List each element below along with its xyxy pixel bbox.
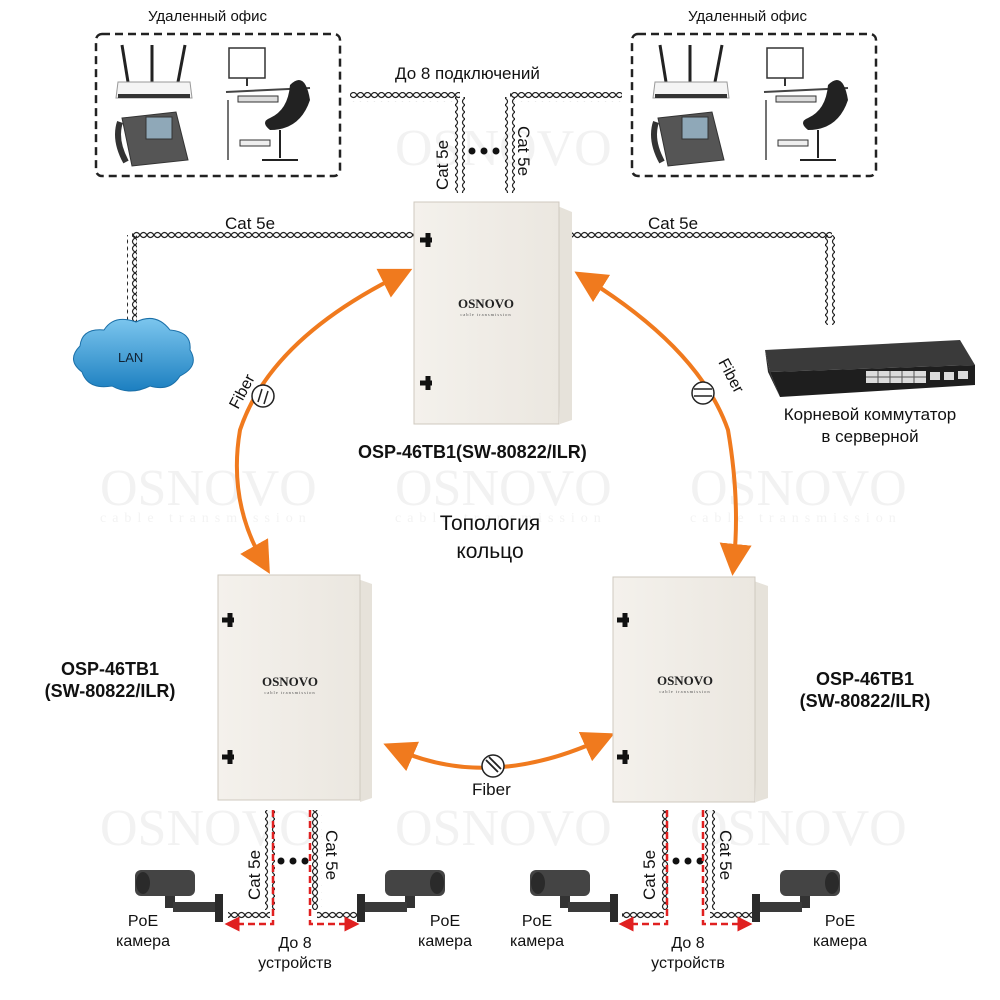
device-count-line2: устройств bbox=[258, 955, 332, 972]
fiber-connector-icon bbox=[691, 381, 715, 405]
cat5e-cables-top bbox=[350, 92, 622, 193]
fiber-label: Fiber bbox=[714, 356, 746, 397]
cable-label: Cat 5e bbox=[322, 830, 341, 880]
cabinet-top-label: OSP-46TB1(SW-80822/ILR) bbox=[358, 442, 587, 462]
lan-cloud-icon bbox=[73, 317, 194, 392]
cabinet-brand: OSNOVO bbox=[262, 674, 318, 689]
cable-label: Cat 5e bbox=[640, 850, 659, 900]
core-switch-label: Корневой коммутатор в серверной bbox=[760, 404, 980, 448]
workstation-icon bbox=[225, 47, 311, 161]
remote-office-title: Удаленный офис bbox=[148, 8, 268, 25]
watermark-tagline: cable transmission bbox=[100, 511, 312, 526]
cabinet-left-label: OSP-46TB1 (SW-80822/ILR) bbox=[20, 658, 200, 702]
device-count-line1: До 8 bbox=[278, 935, 312, 952]
cabinet-tagline: cable transmission bbox=[659, 689, 710, 694]
cabinet-tagline: cable transmission bbox=[264, 690, 315, 695]
remote-office-left-frame bbox=[94, 32, 342, 178]
lan-label: LAN bbox=[118, 350, 144, 365]
watermark-tagline: cable transmission bbox=[690, 511, 902, 526]
watermark: OSNOVO bbox=[690, 800, 907, 857]
workstation-icon bbox=[763, 47, 849, 161]
camera-label: PoE камера bbox=[502, 912, 572, 952]
cable-label: Cat 5e bbox=[245, 850, 264, 900]
camera-label-line1: PoE bbox=[127, 913, 159, 930]
bottom-cables-left bbox=[224, 810, 360, 932]
cabinet-left-label-line2: (SW-80822/ILR) bbox=[44, 681, 176, 701]
cabinet-left-label-line1: OSP-46TB1 bbox=[60, 659, 160, 679]
cabinet-top: OSNOVO cable transmission bbox=[413, 201, 572, 425]
cabinet-right-label-line1: OSP-46TB1 bbox=[815, 669, 915, 689]
cabinet-left: OSNOVO cable transmission bbox=[217, 574, 372, 802]
device-count-line2: устройств bbox=[651, 955, 725, 972]
ring-title: Топология кольцо bbox=[400, 510, 580, 566]
core-switch-label-line1: Корневой коммутатор bbox=[783, 405, 957, 424]
cabinet-right: OSNOVO cable transmission bbox=[612, 576, 768, 803]
ip-phone-icon bbox=[115, 111, 189, 167]
cabinet-tagline: cable transmission bbox=[460, 312, 511, 317]
camera-label-line2: камера bbox=[116, 933, 170, 950]
camera-label-line1: PoE bbox=[521, 913, 553, 930]
device-count-label: До 8 устройств bbox=[638, 934, 738, 974]
poe-camera-icon bbox=[530, 870, 618, 922]
lan-cable-label: Cat 5e bbox=[225, 214, 276, 233]
camera-label-line2: камера bbox=[813, 933, 867, 950]
fiber-label-bottom: Fiber bbox=[472, 780, 511, 799]
fiber-link-left bbox=[234, 268, 413, 574]
ring-title-line2: кольцо bbox=[456, 540, 524, 563]
remote-office-right-frame bbox=[630, 32, 878, 178]
cabinet-right-label-line2: (SW-80822/ILR) bbox=[799, 691, 931, 711]
ring-title-line1: Топология bbox=[439, 512, 541, 535]
cabinet-right-label: OSP-46TB1 (SW-80822/ILR) bbox=[775, 668, 955, 712]
device-count-line1: До 8 bbox=[671, 935, 705, 952]
wifi-router-icon bbox=[652, 44, 730, 99]
cable-label: Cat 5e bbox=[433, 140, 452, 190]
watermark: OSNOVO bbox=[690, 460, 907, 517]
cabinet-brand: OSNOVO bbox=[458, 296, 514, 311]
camera-label-line2: камера bbox=[510, 933, 564, 950]
fiber-connector-icon bbox=[251, 384, 275, 408]
watermark: OSNOVO bbox=[395, 460, 612, 517]
camera-label: PoE камера bbox=[410, 912, 480, 952]
cable-label: Cat 5e bbox=[716, 830, 735, 880]
cabinet-brand: OSNOVO bbox=[657, 673, 713, 688]
fiber-link-right bbox=[574, 271, 752, 576]
core-switch-icon bbox=[765, 340, 975, 397]
bottom-cables-right bbox=[618, 810, 753, 932]
core-switch-label-line2: в серверной bbox=[821, 427, 919, 446]
watermark-tagline: cable transmission bbox=[395, 511, 607, 526]
fiber-connector-icon bbox=[481, 754, 505, 778]
watermark: OSNOVO bbox=[100, 460, 317, 517]
poe-camera-icon bbox=[752, 870, 840, 922]
cable-label: Cat 5e bbox=[514, 126, 533, 176]
remote-office-title: Удаленный офис bbox=[688, 8, 808, 25]
poe-camera-icon bbox=[357, 870, 445, 922]
ip-phone-icon bbox=[651, 111, 725, 167]
watermark: OSNOVO bbox=[100, 800, 317, 857]
watermark: OSNOVO bbox=[395, 800, 612, 857]
camera-label: PoE камера bbox=[108, 912, 178, 952]
wifi-router-icon bbox=[115, 44, 193, 99]
camera-label-line1: PoE bbox=[429, 913, 461, 930]
switch-cable bbox=[570, 230, 835, 325]
device-count-label: До 8 устройств bbox=[245, 934, 345, 974]
poe-camera-icon bbox=[135, 870, 223, 922]
camera-label-line1: PoE bbox=[824, 913, 856, 930]
lan-cable bbox=[127, 230, 422, 327]
camera-label-line2: камера bbox=[418, 933, 472, 950]
switch-cable-label: Cat 5e bbox=[648, 214, 699, 233]
camera-label: PoE камера bbox=[805, 912, 875, 952]
watermark: OSNOVO bbox=[395, 120, 612, 177]
connections-label: До 8 подключений bbox=[395, 64, 540, 83]
